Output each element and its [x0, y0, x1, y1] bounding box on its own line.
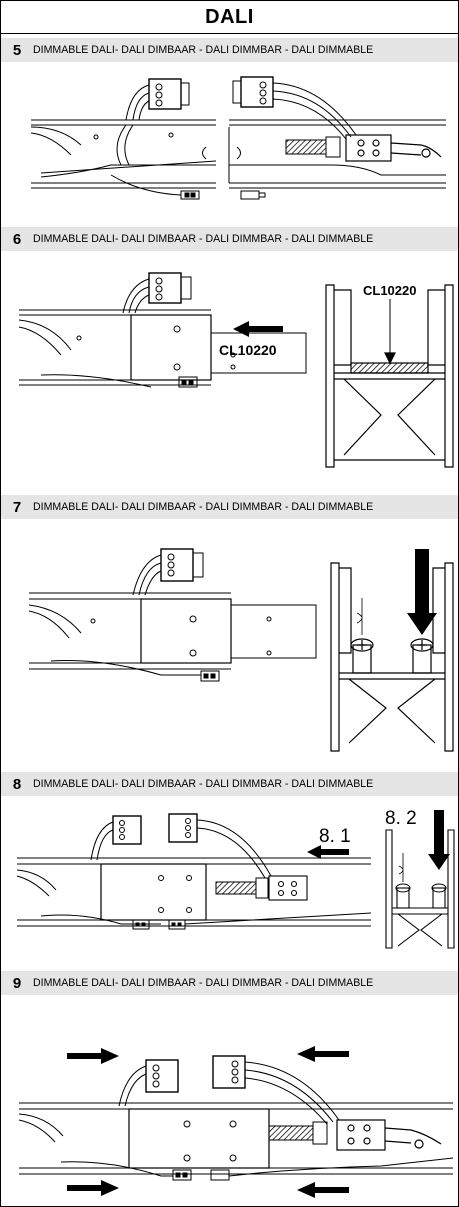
step-description: DIMMABLE DALI- DALI DIMBAAR - DALI DIMMB…: [33, 501, 374, 513]
connector-block-right: [212, 1055, 340, 1125]
document-title: DALI: [1, 1, 458, 34]
terminal-block: [268, 875, 308, 901]
step-number: 5: [12, 41, 22, 59]
step-6-illustration: CL10220 CL10220: [1, 255, 458, 475]
sub-step-label: 8. 1: [319, 826, 351, 847]
left-rail-section: [30, 119, 217, 189]
step-8-header: 8 DIMMABLE DALI- DALI DIMBAAR - DALI DIM…: [1, 772, 458, 796]
joined-rail-side-view: [18, 1102, 454, 1181]
connector-block-right: [232, 76, 357, 140]
step-9-illustration: [1, 998, 458, 1203]
cross-section-view: [330, 562, 454, 752]
terminal-block: [336, 1119, 442, 1151]
part-code-label: CL10220: [219, 342, 277, 358]
arrow-right-icon: [67, 1048, 119, 1064]
rail-side-view: [18, 309, 307, 388]
step-description: DIMMABLE DALI- DALI DIMBAAR - DALI DIMMB…: [33, 977, 374, 989]
step-8-illustration: 8. 1 8. 2: [1, 798, 458, 958]
rail-side-view: [28, 592, 317, 682]
cross-section-view: [385, 829, 455, 949]
arrow-down-icon: [407, 549, 437, 635]
step-number: 8: [12, 775, 22, 793]
terminal-block: [345, 134, 442, 162]
connector-block-right: [168, 813, 272, 879]
step-7-header: 7 DIMMABLE DALI- DALI DIMBAAR - DALI DIM…: [1, 495, 458, 519]
arrow-down-icon: [428, 810, 450, 870]
connector-block-left: [116, 78, 190, 166]
part-code-label: CL10220: [363, 283, 416, 298]
step-6-header: 6 DIMMABLE DALI- DALI DIMBAAR - DALI DIM…: [1, 227, 458, 251]
arrow-left-icon: [233, 321, 283, 337]
step-description: DIMMABLE DALI- DALI DIMBAAR - DALI DIMMB…: [33, 778, 374, 790]
arrow-left-icon: [307, 845, 349, 859]
connector-block: [132, 548, 204, 596]
step-5-illustration: [1, 65, 458, 215]
step-7-illustration: [1, 523, 458, 758]
step-number: 7: [12, 498, 22, 516]
joined-rail-side-view: [16, 857, 372, 930]
connector-block-left: [90, 815, 142, 861]
step-9-header: 9 DIMMABLE DALI- DALI DIMBAAR - DALI DIM…: [1, 971, 458, 995]
plug-connectors: [110, 174, 266, 200]
step-number: 9: [12, 974, 22, 992]
arrow-left-icon: [297, 1046, 349, 1062]
connector-block-left: [118, 1059, 179, 1107]
arrow-right-icon: [67, 1180, 119, 1196]
step-description: DIMMABLE DALI- DALI DIMBAAR - DALI DIMMB…: [33, 233, 374, 245]
step-5-header: 5 DIMMABLE DALI- DALI DIMBAAR - DALI DIM…: [1, 38, 458, 62]
right-rail-section: [228, 119, 446, 189]
connector-block: [122, 272, 192, 314]
step-number: 6: [12, 230, 22, 248]
arrow-left-icon: [297, 1182, 349, 1198]
cross-section-view: [325, 284, 454, 468]
sub-step-label: 8. 2: [385, 808, 417, 829]
step-description: DIMMABLE DALI- DALI DIMBAAR - DALI DIMMB…: [33, 44, 374, 56]
